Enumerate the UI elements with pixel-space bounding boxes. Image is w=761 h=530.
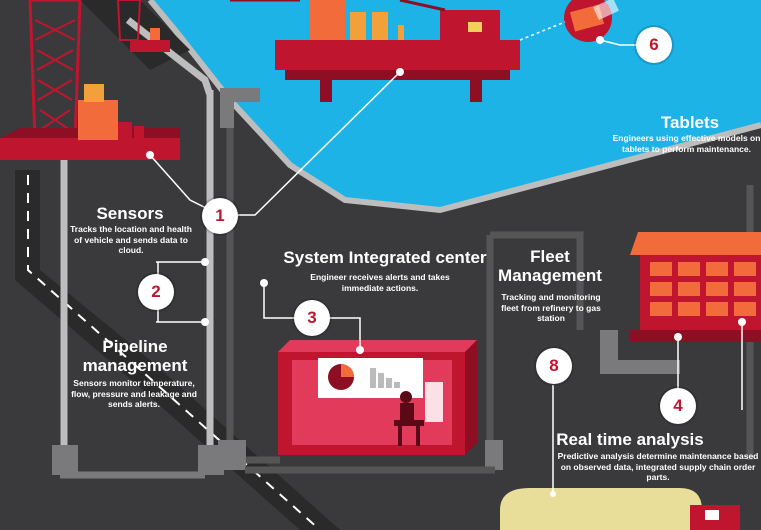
- realtime-body: Predictive analysis determine maintenanc…: [557, 451, 759, 482]
- marker-1[interactable]: 1: [202, 198, 238, 234]
- tablets-title: Tablets: [660, 113, 720, 132]
- marker-8[interactable]: 8: [536, 348, 572, 384]
- pie-chart-icon: [328, 364, 354, 390]
- system-title: System Integrated center: [283, 248, 487, 267]
- sensors-body: Tracks the location and health of vehicl…: [70, 224, 192, 255]
- tanker-truck-icon: [500, 488, 740, 530]
- offshore-platform-icon: [230, 0, 520, 102]
- fleet-body: Tracking and monitoring fleet from refin…: [501, 292, 601, 323]
- bar-chart-icon: [370, 368, 400, 388]
- road-top: [80, 0, 190, 70]
- fleet-title: Fleet Management: [498, 247, 602, 285]
- marker-4[interactable]: 4: [660, 388, 696, 424]
- realtime-title: Real time analysis: [556, 430, 704, 449]
- engineer-icon: [394, 391, 424, 446]
- sensors-title: Sensors: [96, 204, 164, 223]
- marker-3[interactable]: 3: [294, 300, 330, 336]
- tablets-body: Engineers using effective models on tabl…: [612, 133, 761, 154]
- pipeline-title: Pipeline management: [82, 337, 188, 375]
- tablet-icon: [519, 0, 619, 42]
- oil-rig-icon: [0, 0, 180, 160]
- marker-6[interactable]: 6: [636, 27, 672, 63]
- pipeline-body: Sensors monitor temperature, flow, press…: [71, 378, 197, 409]
- control-room: [278, 340, 477, 455]
- system-body: Engineer receives alerts and takes immed…: [310, 272, 450, 293]
- marker-2[interactable]: 2: [138, 274, 174, 310]
- small-rig-icon: [116, 0, 170, 52]
